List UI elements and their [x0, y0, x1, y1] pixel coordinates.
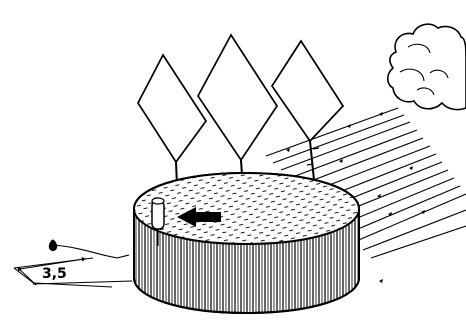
cloud-icon	[388, 24, 466, 109]
cistern-body	[134, 173, 359, 313]
measurement-guides	[14, 245, 132, 287]
tree-icon	[138, 35, 343, 190]
measurement-label: 3,5	[42, 266, 67, 282]
water-droplet-icon	[49, 240, 57, 252]
